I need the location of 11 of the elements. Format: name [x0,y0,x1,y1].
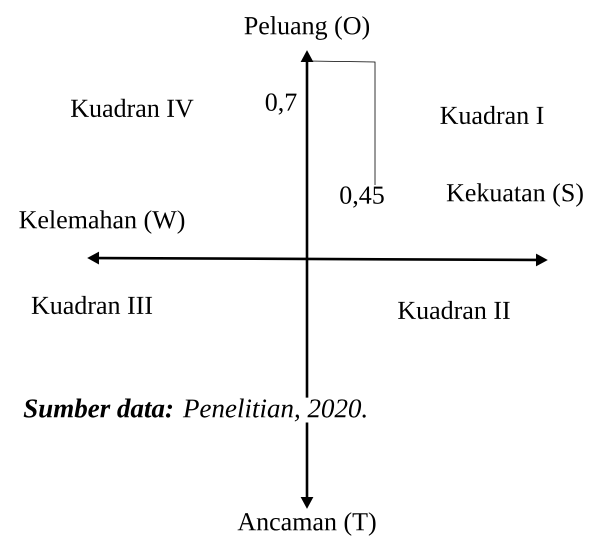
quadrant-label: Kuadran III [32,296,152,314]
caption: Sumber data: Penelitian, 2020. [22,398,370,422]
quadrant-label: Kuadran I [440,106,544,124]
value-label: 0,45 [340,186,384,208]
axis-label: Peluang (O) [244,16,370,40]
quadrant-label: Kuadran II [398,300,510,320]
axis-label: Kelemahan (W) [19,210,184,234]
value-label: 0,7 [266,93,296,115]
axis-label: Kekuatan (S) [446,183,583,207]
axis-label: Ancaman (T) [238,512,376,536]
quadrant-label: Kuadran IV [71,98,194,118]
